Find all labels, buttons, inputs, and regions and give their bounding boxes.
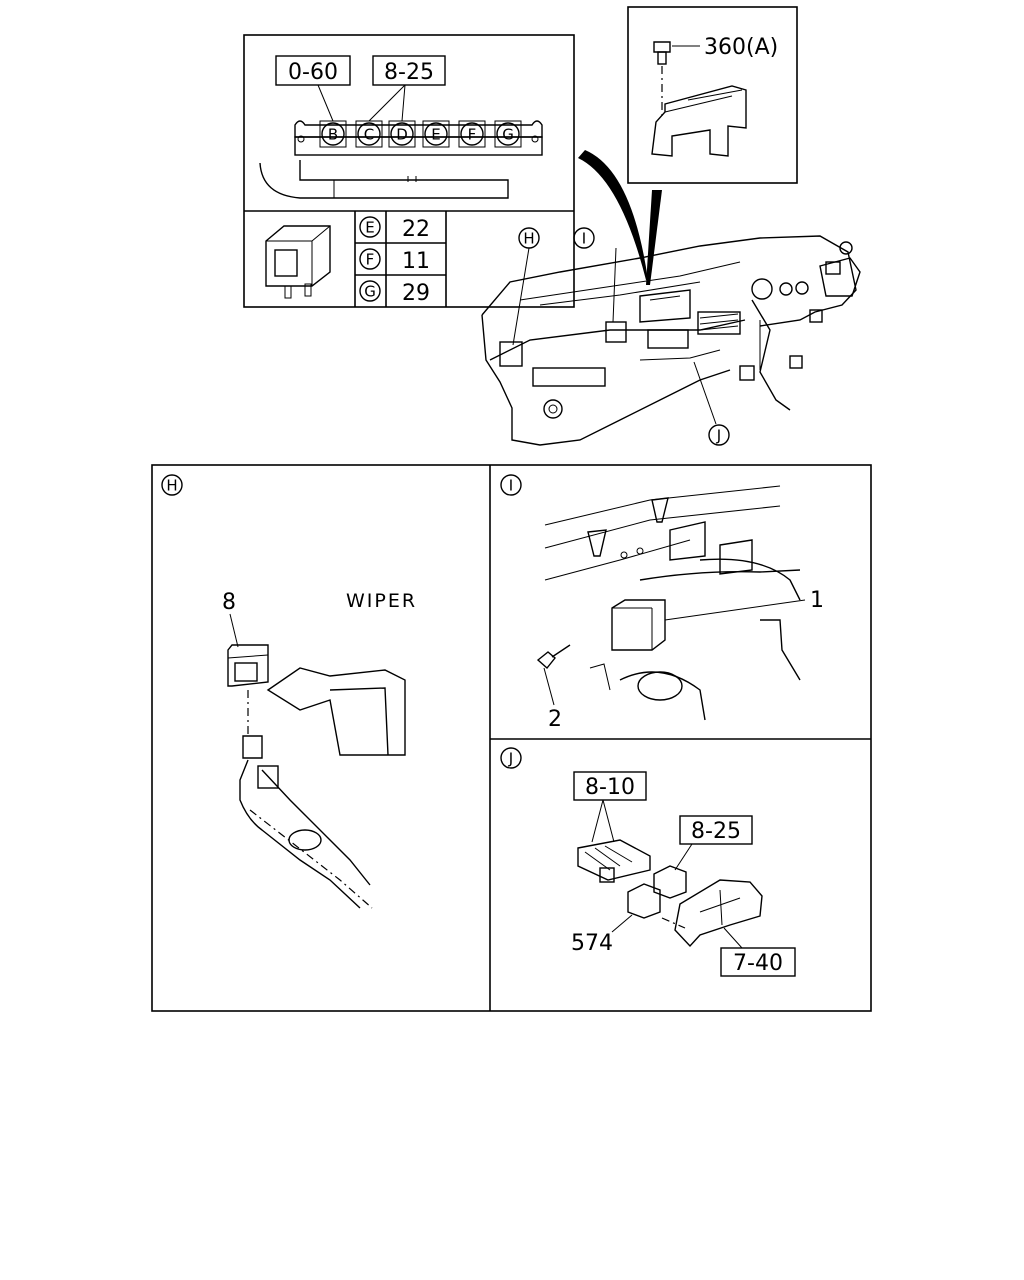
- relay-part-1: [611, 599, 666, 651]
- callout-I: I: [573, 227, 595, 249]
- dashboard-overview: [481, 235, 861, 446]
- svg-text:E: E: [431, 126, 440, 144]
- ref-label-0-60: 0-60: [288, 60, 338, 85]
- pointer-arrow: [578, 150, 648, 280]
- terminal-E: E: [422, 120, 450, 148]
- part-number-8: 8: [222, 590, 236, 615]
- terminal-C: C: [355, 120, 383, 148]
- part-number-574: 574: [571, 931, 613, 956]
- wiper-relay-icon: [227, 644, 269, 687]
- terminal-D: D: [388, 120, 416, 148]
- relay-table-row: G 29: [359, 280, 430, 306]
- part-number-2: 2: [548, 707, 562, 732]
- terminal-B: B: [319, 120, 347, 148]
- svg-text:F: F: [366, 251, 375, 269]
- terminal-G: G: [494, 120, 522, 148]
- svg-text:F: F: [468, 126, 477, 144]
- panel-H: H WIPER 8: [161, 474, 417, 909]
- screw-part-2: [536, 644, 571, 670]
- svg-text:H: H: [523, 230, 534, 248]
- ref-label-8-25: 8-25: [384, 60, 434, 85]
- bolt-icon: [653, 41, 671, 65]
- relay-574: [627, 883, 661, 919]
- detail-panels: [151, 464, 872, 1012]
- svg-text:22: 22: [402, 217, 430, 242]
- panel-J-letter: J: [508, 750, 513, 768]
- panel-I-letter: I: [509, 477, 513, 495]
- svg-text:C: C: [364, 126, 374, 144]
- panel-J: J 8-10 8-25 574 7-40: [500, 747, 796, 977]
- part-number-1: 1: [810, 588, 824, 613]
- svg-text:29: 29: [402, 281, 430, 306]
- panel-I: I 1 2: [500, 474, 824, 732]
- relay-table-row: E 22: [359, 216, 430, 242]
- svg-text:11: 11: [402, 249, 430, 274]
- ref-label-8-25: 8-25: [691, 819, 741, 844]
- fuse-holders: [577, 839, 651, 883]
- svg-text:I: I: [582, 230, 586, 248]
- relay-table-row: F 11: [359, 248, 430, 274]
- svg-text:G: G: [364, 283, 376, 301]
- svg-text:J: J: [716, 427, 721, 445]
- svg-text:E: E: [365, 219, 374, 237]
- relay-illustration: [265, 225, 331, 299]
- panel-H-letter: H: [166, 477, 177, 495]
- callout-J: J: [708, 424, 730, 446]
- terminal-F: F: [458, 120, 486, 148]
- svg-text:D: D: [396, 126, 408, 144]
- wiper-label: WIPER: [346, 590, 417, 612]
- ref-label-7-40: 7-40: [733, 951, 783, 976]
- bracket-detail: 360(A): [627, 6, 798, 184]
- relay-table: E 22 F 11 G 29: [354, 211, 447, 307]
- svg-text:G: G: [502, 126, 514, 144]
- ref-label-8-10: 8-10: [585, 775, 635, 800]
- callout-H: H: [518, 227, 540, 249]
- pointer-arrow: [646, 190, 662, 285]
- fuse-box-detail: 0-60 8-25 B C D: [243, 34, 575, 308]
- svg-text:B: B: [328, 126, 338, 144]
- bolt-label: 360(A): [704, 35, 778, 60]
